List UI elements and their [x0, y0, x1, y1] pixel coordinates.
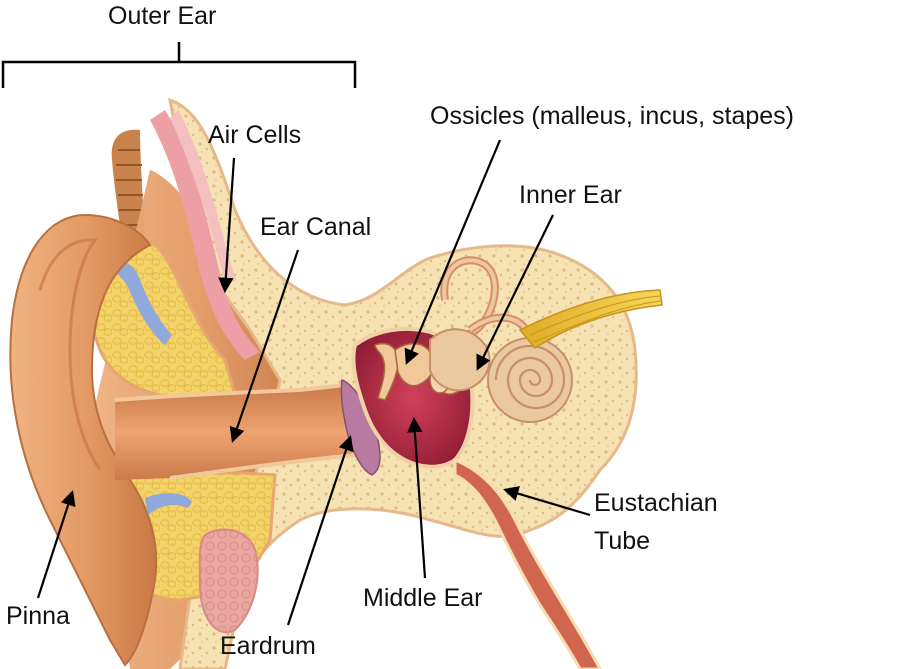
label-pinna: Pinna — [6, 602, 70, 630]
label-eardrum: Eardrum — [220, 632, 316, 660]
outer-ear-bracket — [1, 42, 357, 88]
pointer-lines — [36, 139, 591, 626]
ear-canal-pointer — [229, 249, 300, 443]
air-cells-pointer — [218, 157, 236, 294]
middle-ear-pointer — [407, 416, 427, 579]
ossicles-pointer — [404, 139, 502, 365]
label-ear-canal: Ear Canal — [260, 213, 372, 241]
air-cells-tissue — [150, 110, 260, 360]
label-eustachian-line1: Eustachian — [594, 489, 718, 517]
auditory-nerve — [518, 289, 663, 349]
eustachian-tube-pointer — [503, 486, 591, 517]
eustachian-tube-shape — [453, 457, 602, 669]
pinna-pointer — [36, 490, 76, 599]
hair — [111, 129, 145, 240]
label-air-cells: Air Cells — [208, 121, 302, 149]
label-outer-ear: Outer Ear — [108, 2, 217, 30]
pinna-shape — [9, 213, 158, 667]
label-inner-ear: Inner Ear — [519, 181, 622, 209]
label-eustachian-line2: Tube — [594, 527, 651, 555]
inner-ear-pointer — [476, 214, 554, 371]
label-ossicles: Ossicles (malleus, incus, stapes) — [430, 102, 795, 130]
eardrum-pointer — [286, 435, 354, 626]
label-middle-ear: Middle Ear — [363, 584, 483, 612]
